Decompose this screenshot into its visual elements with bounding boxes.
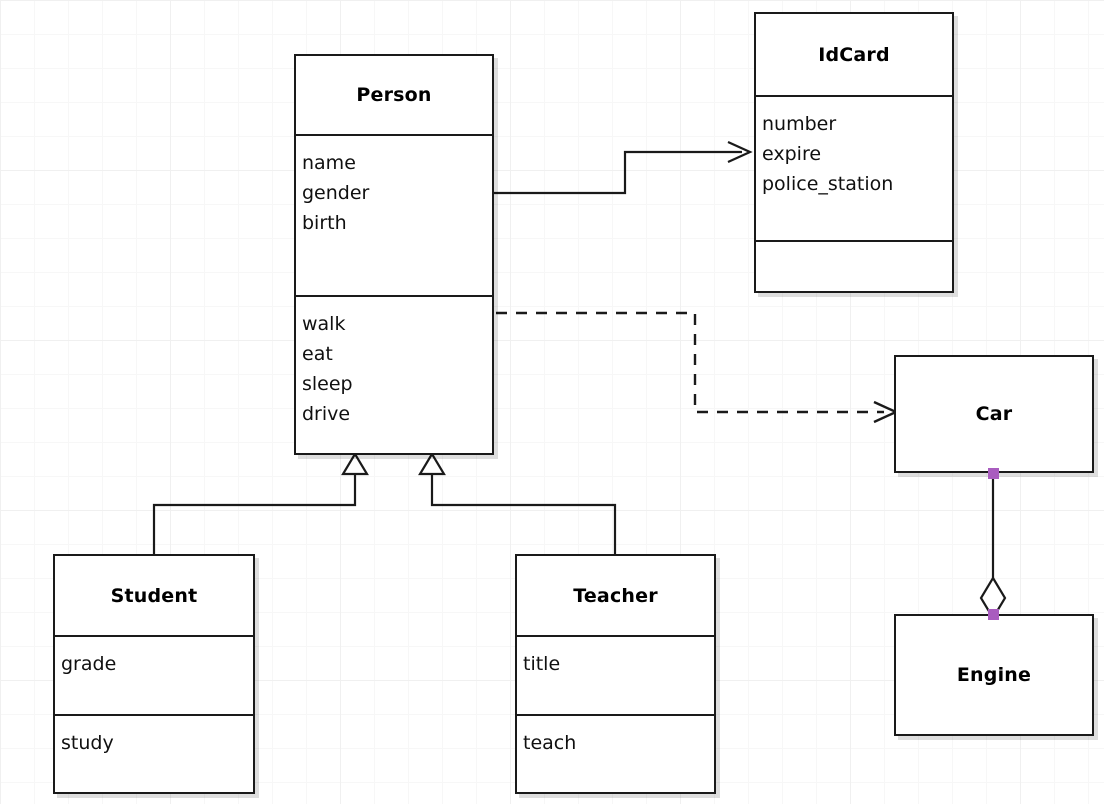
attribute-item: birth xyxy=(302,212,347,234)
relationship-person-idcard xyxy=(494,140,753,195)
method-item: sleep xyxy=(302,373,353,395)
method-item: walk xyxy=(302,313,346,335)
methods-person: walk eat sleep drive xyxy=(296,295,492,453)
open-arrowhead-icon xyxy=(727,140,753,164)
method-item: teach xyxy=(523,732,577,754)
relationship-person-car xyxy=(496,311,899,424)
method-item: study xyxy=(61,732,114,754)
attributes-idcard: number expire police_station xyxy=(756,95,952,240)
methods-student: study xyxy=(55,714,253,792)
methods-teacher: teach xyxy=(517,714,714,792)
class-box-engine[interactable]: Engine xyxy=(894,614,1094,736)
hollow-triangle-arrowhead-icon xyxy=(418,451,446,476)
class-box-person[interactable]: Person name gender birth walk eat sleep … xyxy=(294,54,494,455)
attribute-item: name xyxy=(302,152,356,174)
connection-point-engine-top[interactable] xyxy=(988,609,999,620)
class-title-car: Car xyxy=(975,403,1013,425)
attributes-student: grade xyxy=(55,635,253,714)
relationship-teacher-person xyxy=(418,451,617,554)
attribute-item: expire xyxy=(762,143,822,165)
class-title-person: Person xyxy=(356,84,432,106)
class-title-student: Student xyxy=(110,584,198,607)
class-title-teacher: Teacher xyxy=(573,584,658,607)
attribute-item: police_station xyxy=(762,173,894,195)
method-item: eat xyxy=(302,343,333,365)
attribute-item: grade xyxy=(61,653,117,675)
attribute-item: title xyxy=(523,653,561,675)
class-box-idcard[interactable]: IdCard number expire police_station xyxy=(754,12,954,293)
methods-idcard xyxy=(756,240,952,291)
attribute-item: gender xyxy=(302,182,370,204)
relationship-car-engine xyxy=(979,473,1007,621)
class-title-engine: Engine xyxy=(956,664,1032,686)
class-box-student[interactable]: Student grade study xyxy=(53,554,255,794)
connection-point-car-bottom[interactable] xyxy=(988,468,999,479)
relationship-student-person xyxy=(152,451,369,554)
method-item: drive xyxy=(302,403,351,425)
attributes-teacher: title xyxy=(517,635,714,714)
hollow-triangle-arrowhead-icon xyxy=(341,451,369,476)
class-box-car[interactable]: Car xyxy=(894,355,1094,473)
class-box-teacher[interactable]: Teacher title teach xyxy=(515,554,716,794)
attribute-item: number xyxy=(762,113,837,135)
class-title-idcard: IdCard xyxy=(818,43,890,66)
open-arrowhead-icon xyxy=(873,400,899,424)
attributes-person: name gender birth xyxy=(296,134,492,295)
